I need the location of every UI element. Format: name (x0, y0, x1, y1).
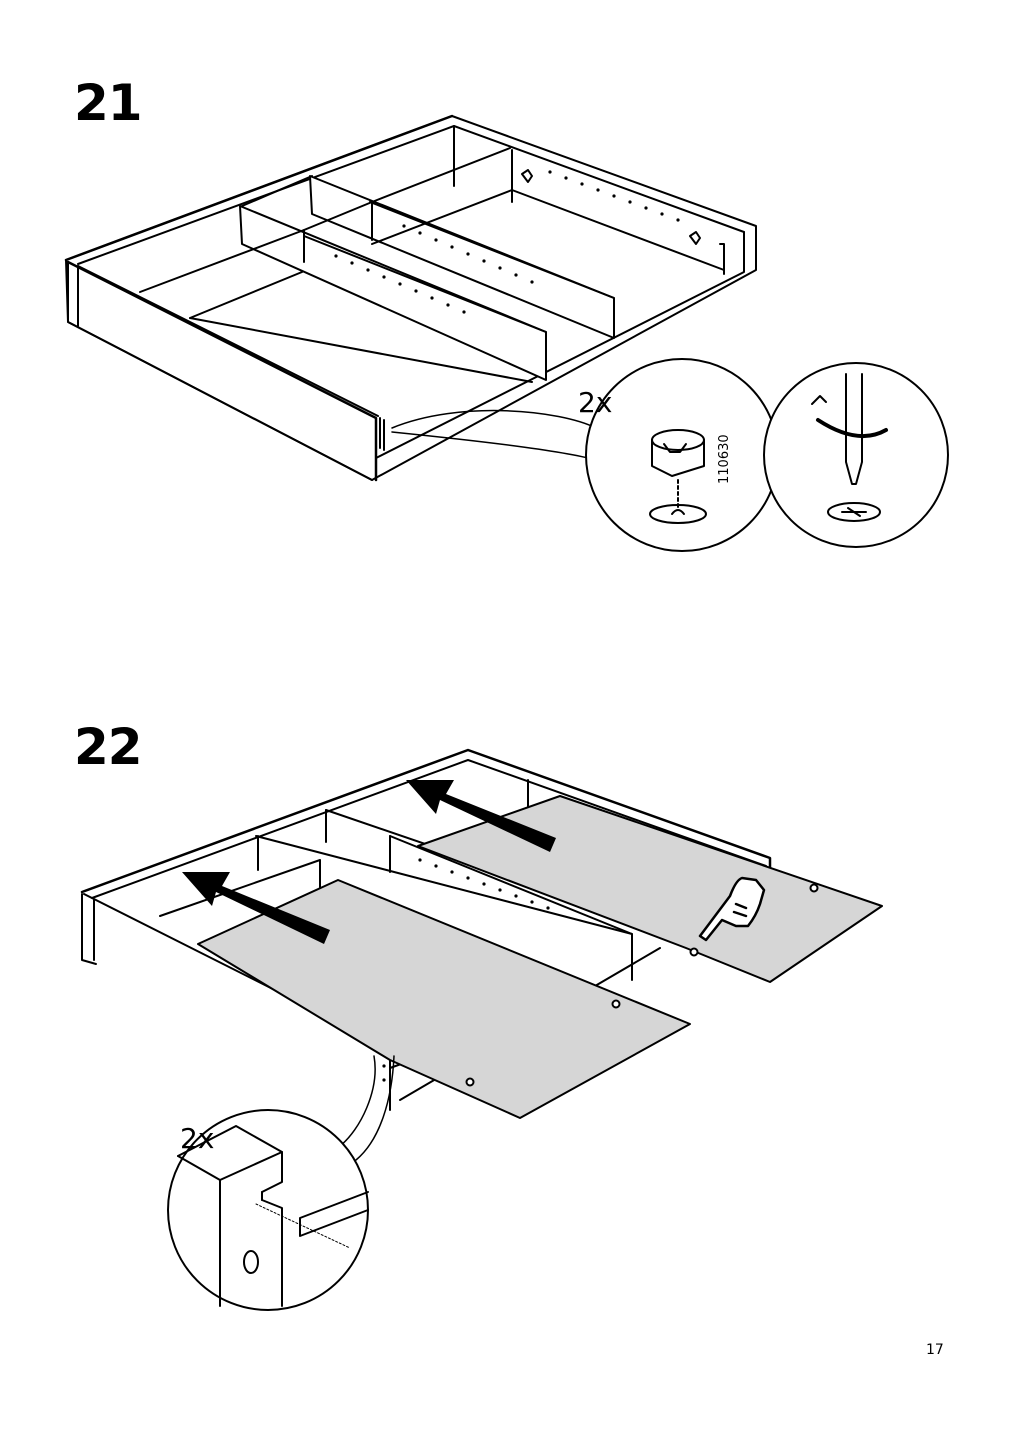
step-21-cam-lock-detail (585, 358, 779, 552)
page-number: 17 (926, 1342, 944, 1358)
step-21-screwdriver-detail (763, 362, 949, 548)
pointing-hand-icon (698, 876, 766, 942)
step-21-quantity-label: 2x (578, 386, 612, 419)
step-21-frame-drawing (64, 114, 757, 482)
step-22-push-arrows (182, 780, 556, 944)
step-22-slot-detail (167, 1055, 395, 1311)
step-22-quantity-label: 2x (180, 1122, 214, 1155)
step-number-22: 22 (74, 718, 143, 776)
part-number-label: 110630 (717, 434, 732, 484)
step-number-21: 21 (74, 74, 143, 132)
